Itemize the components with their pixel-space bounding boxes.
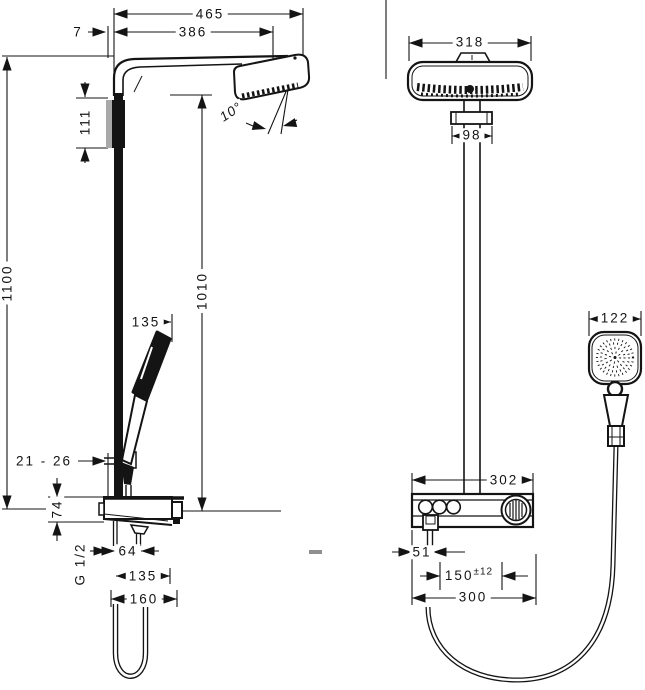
ball-joint-front [454, 52, 492, 63]
dim-shelf-depth: 135 [125, 569, 161, 583]
arrowhead [114, 9, 128, 19]
arrowhead [409, 38, 423, 48]
arrowhead [251, 121, 266, 130]
wall-connector-side [98, 502, 105, 516]
arrowhead [2, 57, 12, 71]
handshower-handle-front [602, 394, 630, 427]
wall-plate [106, 100, 112, 148]
arrowhead [426, 571, 440, 581]
dim-handshower-head-width: 122 [597, 311, 633, 325]
handshower-head-side [131, 330, 172, 401]
arrowhead [80, 148, 90, 162]
spray-nozzles-side [241, 82, 299, 99]
hose-loop-side [112, 604, 149, 679]
arrowhead [517, 38, 531, 48]
divider-dash [309, 550, 322, 554]
arrowhead [433, 547, 447, 557]
arrowhead [92, 27, 106, 37]
dim-ceiling-bracket-width: 98 [459, 128, 485, 142]
arrowhead [101, 546, 115, 556]
arrowhead [111, 594, 125, 604]
arrowhead [2, 495, 12, 509]
arrowhead [197, 497, 207, 511]
dim-shelf-width-bottom: 300 [455, 590, 491, 604]
arrowhead [52, 522, 62, 536]
arrowhead [197, 95, 207, 109]
arrowhead [163, 594, 177, 604]
select-button-3 [445, 499, 462, 515]
dimension-arrowheads [2, 9, 641, 604]
arrowhead [52, 483, 62, 497]
arrowhead [412, 475, 426, 485]
shower-arm-outline [112, 54, 289, 96]
dim-inlet-spacing: 64 [115, 544, 141, 558]
dim-shelf-width-top: 302 [486, 473, 522, 487]
arrowhead [92, 456, 106, 466]
dim-inlet-center-distance: 150±12 [441, 566, 497, 583]
select-button-2 [431, 499, 448, 515]
dim-handshower-length: 135 [128, 315, 164, 329]
arrowhead [522, 593, 536, 603]
dimension-lines [2, 0, 642, 607]
arrowhead [259, 27, 273, 37]
dim-shelf-depth-overall: 160 [126, 592, 162, 606]
arrowhead [398, 547, 412, 557]
dim-outlet-offset: 51 [409, 545, 435, 559]
dim-wall-offset: 7 [70, 25, 86, 39]
dim-head-height: 1010 [194, 268, 209, 314]
dim-total-height: 1100 [0, 261, 14, 305]
dim-arm-projection: 386 [175, 25, 211, 39]
shelf-side [103, 496, 173, 520]
arrowhead [289, 9, 303, 19]
dim-overhead-width: 318 [452, 35, 488, 49]
handshower-spray-face [595, 338, 635, 377]
arrowhead [283, 118, 298, 127]
select-button-1 [417, 499, 434, 515]
hose-outlet-front [422, 514, 439, 531]
left-side-view [98, 53, 311, 679]
riser-pillar-side [114, 93, 123, 497]
arrowhead [412, 593, 426, 603]
dim-inlet-center-tolerance: ±12 [473, 566, 494, 578]
handshower-handle-side [120, 393, 149, 466]
hose-nut-front [607, 425, 625, 447]
arrowhead [80, 83, 90, 97]
dim-thread-size: G 1/2 [72, 539, 87, 589]
dim-overall-width: 465 [192, 7, 228, 21]
arrowhead [114, 27, 128, 37]
dim-shelf-thickness: 74 [49, 496, 64, 522]
arrowhead [519, 475, 533, 485]
select-knob-side [171, 501, 183, 519]
pipe-bracket-front [450, 111, 493, 125]
arrowhead [93, 546, 107, 556]
arrowhead [141, 546, 155, 556]
overhead-shower-side [232, 53, 311, 101]
arrowhead [502, 571, 516, 581]
dim-wall-distance-range: 21 - 26 [12, 454, 76, 468]
front-view [406, 52, 643, 683]
dim-bracket-height: 111 [77, 105, 92, 139]
